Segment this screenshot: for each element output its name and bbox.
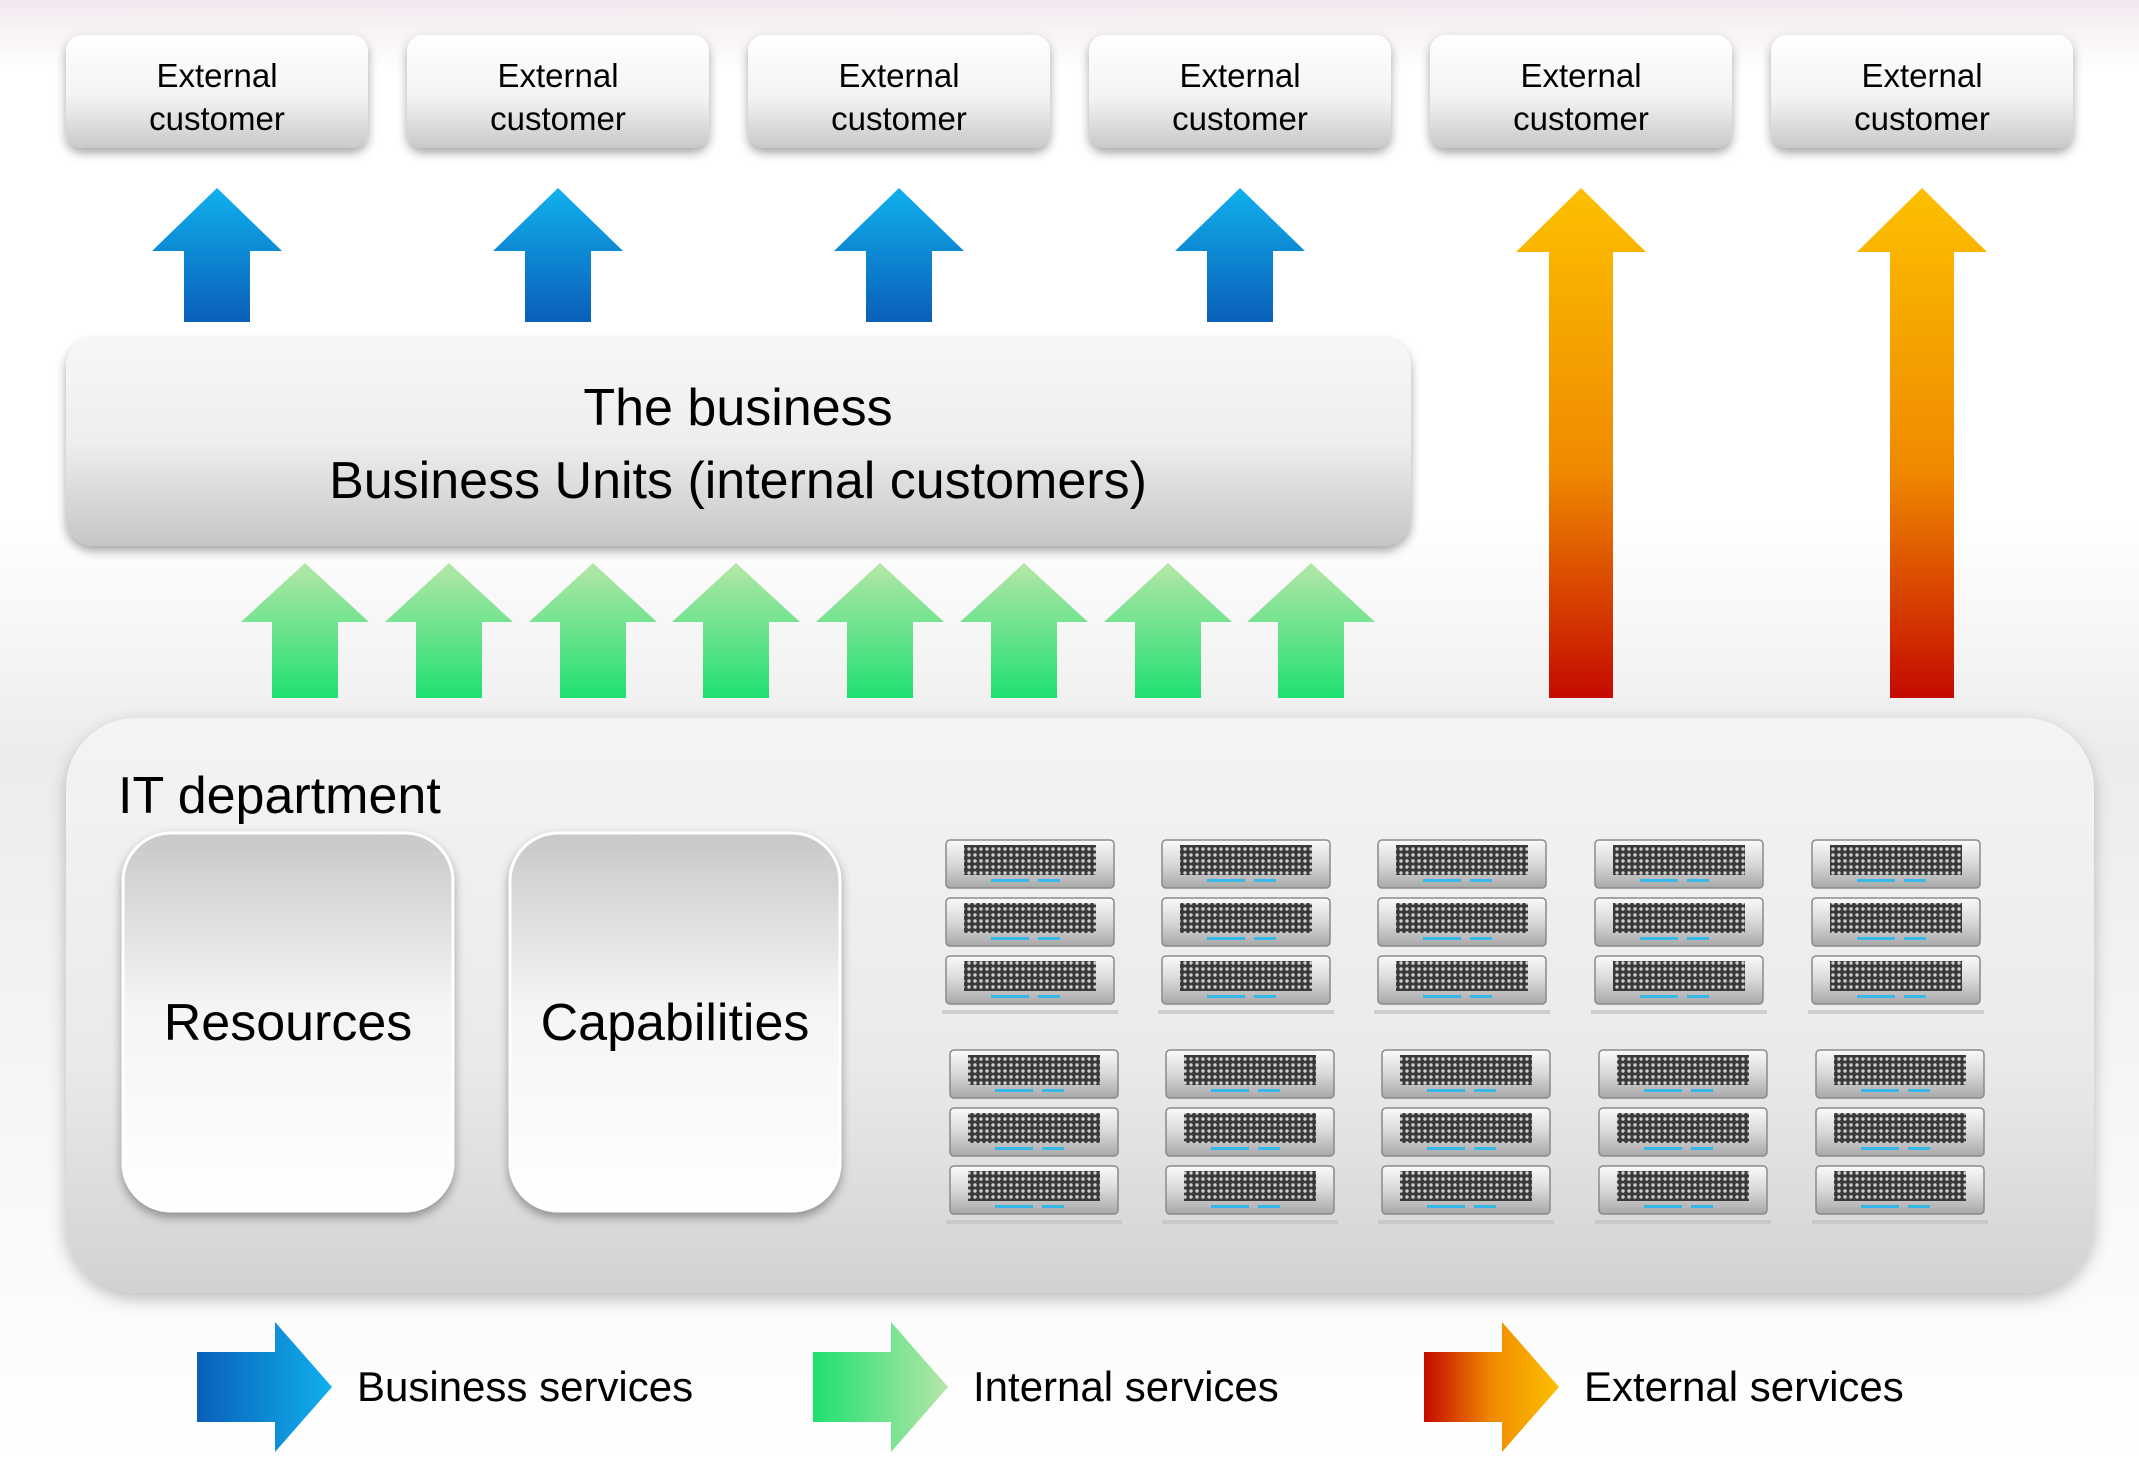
external-customer-label-6-line1: External [1861, 57, 1982, 94]
external-customer-label-4-line2: customer [1172, 100, 1308, 137]
server-rack-icon [1808, 839, 1984, 1014]
external-service-arrow-2 [1857, 188, 1987, 698]
external-customer-box-2: External customer [407, 35, 709, 148]
internal-service-arrows [241, 563, 1375, 698]
capabilities-label: Capabilities [541, 994, 810, 1052]
external-customer-label-6-line2: customer [1854, 100, 1990, 137]
external-customer-label-3-line2: customer [831, 100, 967, 137]
internal-service-arrow-2 [385, 563, 513, 698]
external-service-arrows [1516, 188, 1987, 698]
server-rack-icon [1591, 839, 1767, 1014]
external-customer-label-2-line2: customer [490, 100, 626, 137]
business-subtitle: Business Units (internal customers) [329, 452, 1147, 510]
internal-service-arrow-4 [672, 563, 800, 698]
it-department-panel: IT department Resources Capabilities [66, 718, 2094, 1293]
external-customer-row: External customer External customer Exte… [66, 35, 2073, 148]
legend-external-label: External services [1584, 1363, 1904, 1410]
external-customer-label-5-line2: customer [1513, 100, 1649, 137]
it-department-title: IT department [118, 767, 441, 825]
server-rack-icon [1378, 1049, 1554, 1224]
legend: Business services Internal services Exte… [197, 1322, 1904, 1452]
legend-business-label: Business services [357, 1363, 693, 1410]
external-customer-box-6: External customer [1771, 35, 2073, 148]
external-service-arrow-1 [1516, 188, 1646, 698]
internal-service-arrow-3 [529, 563, 657, 698]
external-customer-box-3: External customer [748, 35, 1050, 148]
external-customer-label-1-line2: customer [149, 100, 285, 137]
legend-internal-arrow-icon [813, 1322, 948, 1452]
legend-business-services: Business services [197, 1322, 693, 1452]
business-service-arrow-4 [1175, 188, 1305, 322]
internal-service-arrow-5 [816, 563, 944, 698]
business-service-arrow-1 [152, 188, 282, 322]
legend-internal-label: Internal services [973, 1363, 1279, 1410]
business-service-arrow-3 [834, 188, 964, 322]
resources-box: Resources [121, 831, 455, 1213]
business-units-box: The business Business Units (internal cu… [66, 338, 1411, 546]
business-title: The business [583, 379, 892, 437]
server-rack-icon [946, 1049, 1122, 1224]
server-rack-icon [1374, 839, 1550, 1014]
server-rack-icon [1595, 1049, 1771, 1224]
capabilities-box: Capabilities [508, 831, 842, 1213]
external-customer-box-1: External customer [66, 35, 368, 148]
server-rack-icon [1162, 1049, 1338, 1224]
server-rack-icon [1158, 839, 1334, 1014]
external-customer-box-5: External customer [1430, 35, 1732, 148]
internal-service-arrow-7 [1104, 563, 1232, 698]
server-rack-icon [1812, 1049, 1988, 1224]
server-rack-icon [942, 839, 1118, 1014]
legend-business-arrow-icon [197, 1322, 332, 1452]
legend-internal-services: Internal services [813, 1322, 1279, 1452]
business-service-arrows [152, 188, 1305, 322]
internal-service-arrow-8 [1247, 563, 1375, 698]
external-customer-box-4: External customer [1089, 35, 1391, 148]
internal-service-arrow-1 [241, 563, 369, 698]
internal-service-arrow-6 [960, 563, 1088, 698]
resources-label: Resources [164, 994, 413, 1052]
external-customer-label-3-line1: External [838, 57, 959, 94]
legend-external-services: External services [1424, 1322, 1904, 1452]
external-customer-label-5-line1: External [1520, 57, 1641, 94]
external-customer-label-1-line1: External [156, 57, 277, 94]
server-racks [942, 839, 1988, 1224]
external-customer-label-4-line1: External [1179, 57, 1300, 94]
business-service-arrow-2 [493, 188, 623, 322]
legend-external-arrow-icon [1424, 1322, 1559, 1452]
external-customer-label-2-line1: External [497, 57, 618, 94]
